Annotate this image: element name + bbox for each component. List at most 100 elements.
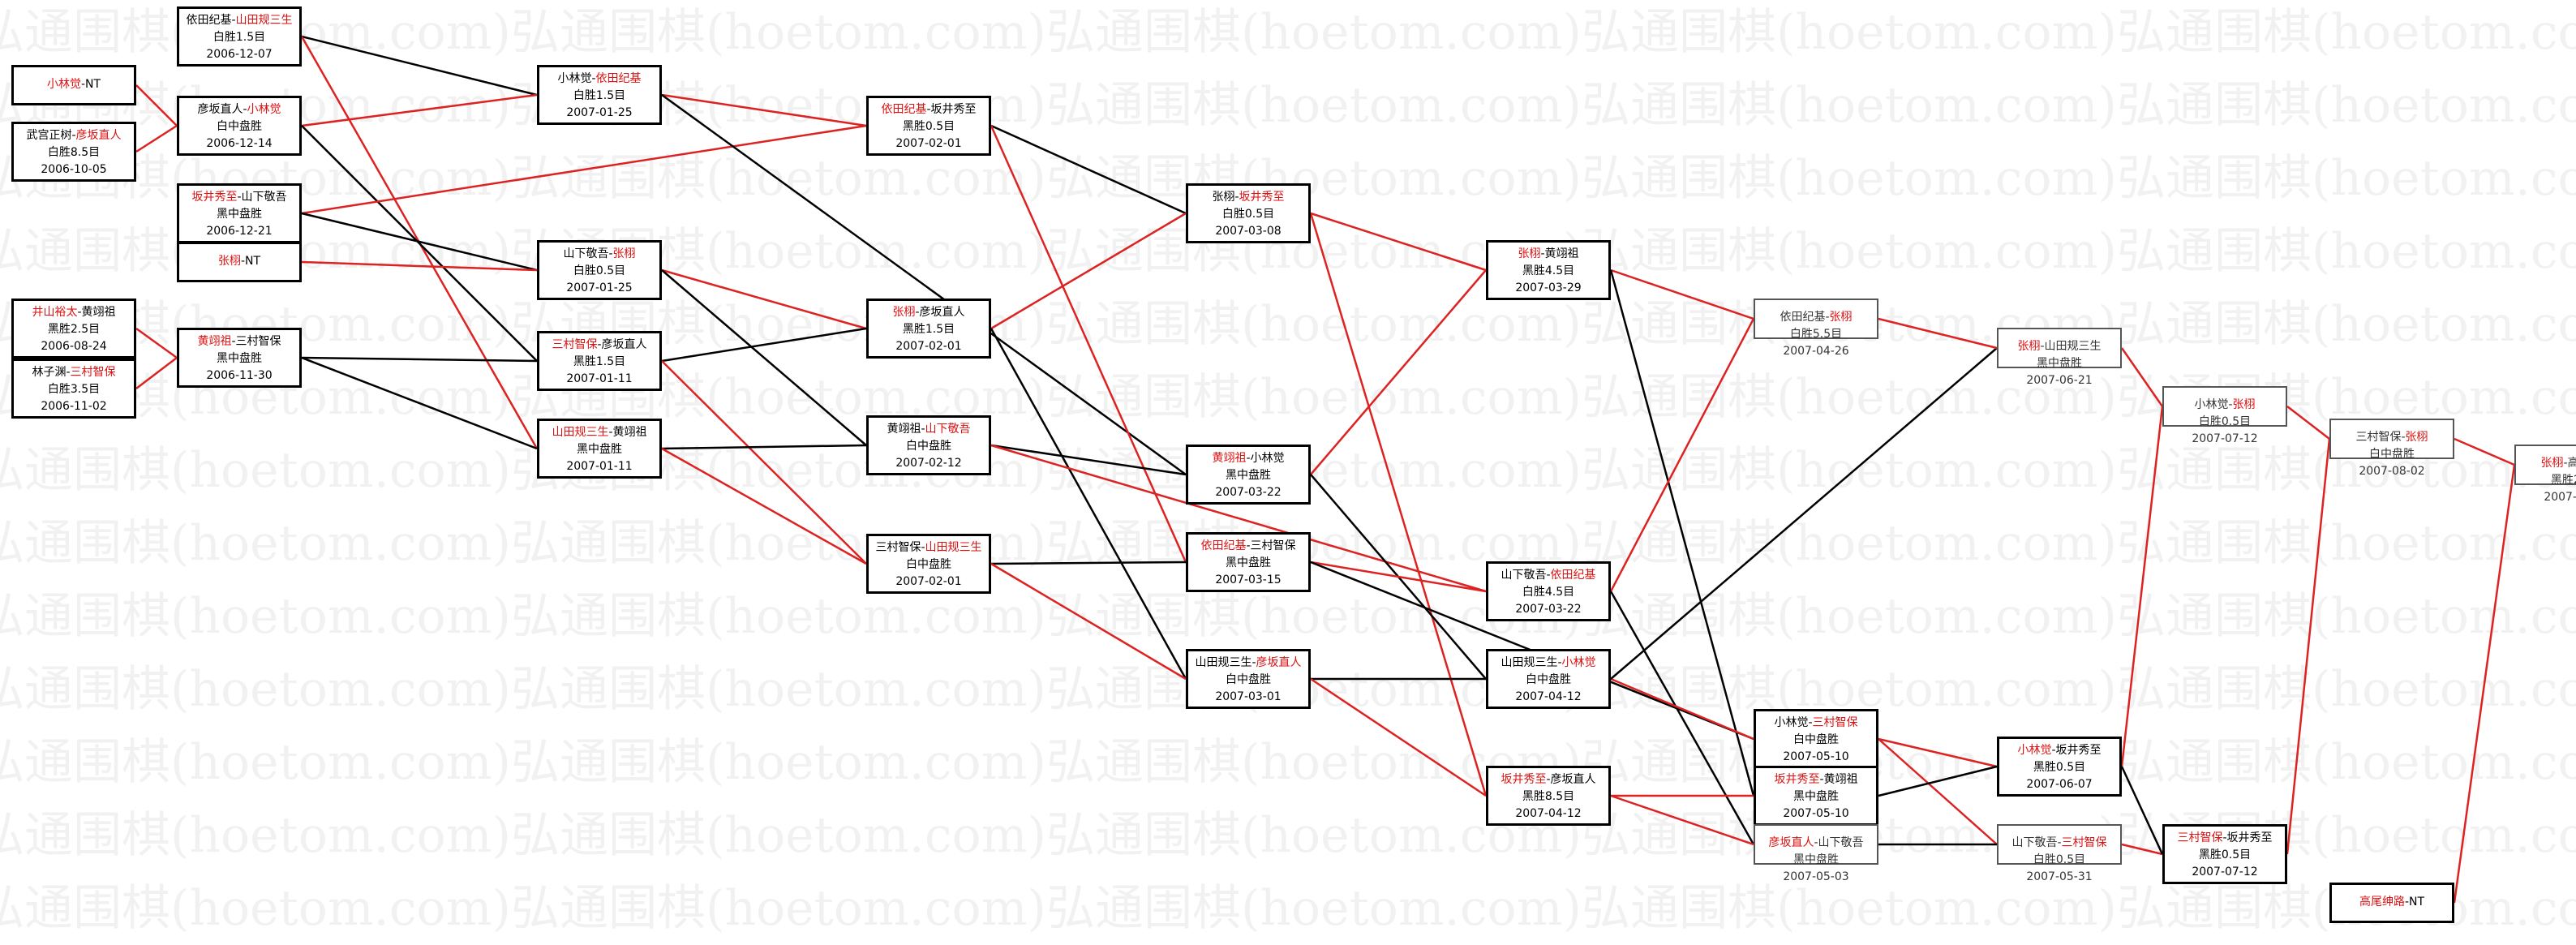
game-date: 2007-04-12 xyxy=(1515,807,1582,820)
player-separator: - xyxy=(66,366,71,379)
winner-edge xyxy=(301,93,538,127)
player-separator: - xyxy=(597,338,602,351)
player-separator: - xyxy=(2222,831,2227,844)
loser-edge xyxy=(990,124,1187,215)
loser-edge xyxy=(1610,347,1998,680)
player-white: 小林觉 xyxy=(1561,656,1596,669)
player-black: 三村智保 xyxy=(2355,431,2402,444)
player-white: 三村智保 xyxy=(70,366,116,379)
player-separator: - xyxy=(1540,247,1545,260)
game-date: 2006-12-14 xyxy=(206,137,273,150)
game-date: 2007-03-29 xyxy=(1515,281,1582,294)
winner-edge xyxy=(661,268,867,330)
player-white: NT xyxy=(85,78,101,91)
player-white: NT xyxy=(245,255,261,268)
game-result: 黑胜2.5目 xyxy=(2550,474,2576,487)
winner-edge xyxy=(2454,437,2515,466)
player-black: 三村智保 xyxy=(875,541,921,554)
player-separator: - xyxy=(1825,311,1830,324)
player-white: 黄翊祖 xyxy=(81,306,116,319)
player-white: 三村智保 xyxy=(1250,539,1296,552)
game-date: 2007-05-31 xyxy=(2026,870,2093,883)
player-separator: - xyxy=(80,78,86,91)
loser-edge xyxy=(301,212,538,272)
game-date: 2006-10-05 xyxy=(41,163,107,176)
game-players: 小林觉-坂井秀至 xyxy=(1999,742,2119,759)
player-white: 高尾绅路 xyxy=(2567,457,2576,470)
game-result: 白胜0.5目 xyxy=(2198,415,2252,428)
game-players: 依田纪基-山田规三生 xyxy=(179,12,299,29)
winner-edge xyxy=(990,125,1187,563)
player-black: 三村智保 xyxy=(2177,831,2223,844)
game-players: 依田纪基-张栩 xyxy=(1755,309,1877,326)
game-result: 黑中盘胜 xyxy=(217,352,262,365)
winner-edge xyxy=(1310,212,1487,272)
game-result: 黑中盘胜 xyxy=(1226,469,1271,482)
game-result: 黑中盘胜 xyxy=(1793,853,1839,866)
game-node[interactable]: 高尾绅路-NT xyxy=(2329,883,2454,923)
game-result: 白中盘胜 xyxy=(1526,673,1571,686)
loser-edge xyxy=(301,356,538,363)
game-node[interactable]: 小林觉-NT xyxy=(11,65,136,105)
winner-edge xyxy=(301,260,538,272)
game-result: 白中盘胜 xyxy=(1793,733,1839,746)
loser-edge xyxy=(301,356,538,450)
player-black: 山下敬吾 xyxy=(563,247,609,260)
game-players: 坂井秀至-山下敬吾 xyxy=(179,189,299,206)
player-black: 小林觉 xyxy=(2017,744,2052,757)
game-players: 小林觉-张栩 xyxy=(2164,397,2286,414)
game-result: 黑胜1.5目 xyxy=(573,355,626,368)
winner-edge xyxy=(2120,347,2164,407)
player-white: 彦坂直人 xyxy=(1550,773,1596,786)
game-date: 2007-06-21 xyxy=(2026,374,2093,387)
game-result: 白胜1.5目 xyxy=(573,89,626,102)
player-white: 张栩 xyxy=(2405,431,2428,444)
player-white: 黄翊祖 xyxy=(612,426,647,439)
game-node[interactable]: 张栩-NT xyxy=(177,242,302,282)
player-separator: - xyxy=(1246,452,1251,465)
game-date: 2007-02-01 xyxy=(895,137,962,150)
game-result: 黑中盘胜 xyxy=(217,208,262,221)
game-result: 白中盘胜 xyxy=(2369,448,2415,461)
game-players: 山下敬吾-三村智保 xyxy=(1999,835,2120,852)
game-players: 山田规三生-黄翊祖 xyxy=(539,424,659,441)
game-result: 黑胜4.5目 xyxy=(1522,264,1575,277)
game-players: 彦坂直人-山下敬吾 xyxy=(1755,835,1877,852)
player-separator: - xyxy=(1808,716,1813,729)
game-date: 2007-03-08 xyxy=(1215,225,1282,238)
